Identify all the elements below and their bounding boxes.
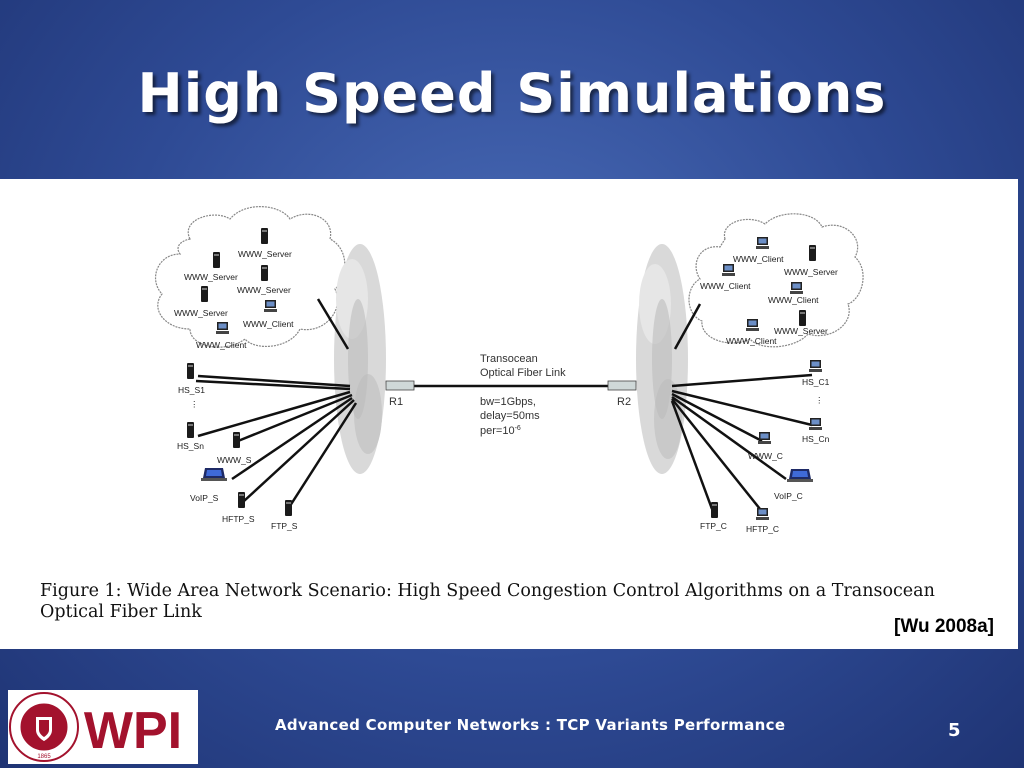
node-www-s-label: WWW_S xyxy=(217,455,252,465)
right-cloud-label-1: WWW_Client xyxy=(733,254,784,264)
left-router-cloud xyxy=(334,244,386,474)
router-r2-label: R2 xyxy=(617,396,631,408)
node-ftp-s-label: FTP_S xyxy=(271,521,298,531)
left-cloud-label-5: WWW_Client xyxy=(243,319,294,329)
link-per-label: per=10-6 xyxy=(480,425,521,437)
left-cloud-label-1: WWW_Server xyxy=(238,249,292,259)
router-r2-icon xyxy=(607,380,637,391)
node-voip-c-label: VoIP_C xyxy=(774,491,803,501)
router-r1-icon xyxy=(385,380,415,391)
link-delay-label: delay=50ms xyxy=(480,410,540,422)
right-cloud-label-3: WWW_Client xyxy=(700,281,751,291)
node-hftp-c-label: HFTP_C xyxy=(746,524,779,534)
citation: [Wu 2008a] xyxy=(894,616,994,637)
link-bw-label: bw=1Gbps, xyxy=(480,396,536,408)
right-cloud-label-6: WWW_Client xyxy=(726,336,777,346)
left-cloud-label-6: WWW_Client xyxy=(196,340,247,350)
node-ftp-c-label: FTP_C xyxy=(700,521,727,531)
slide-title: High Speed Simulations xyxy=(137,62,887,125)
wpi-logo-graphic: 1865 WPI xyxy=(9,692,182,762)
left-cloud-label-2: WWW_Server xyxy=(184,272,238,282)
network-diagram: WWW_Server WWW_Server WWW_Server WWW_Ser… xyxy=(154,206,864,534)
node-www-c-label: WWW_C xyxy=(748,451,783,461)
link-label-transocean: Transocean xyxy=(480,353,538,365)
node-voip-s-label: VoIP_S xyxy=(190,493,219,503)
link-right-cloud xyxy=(673,303,702,350)
right-cloud-label-2: WWW_Server xyxy=(784,267,838,277)
right-cloud-label-5: WWW_Server xyxy=(774,326,828,336)
footer-course: Advanced Computer Networks : TCP Variant… xyxy=(275,716,786,734)
link-left-cloud xyxy=(316,298,350,350)
right-cloud-label-4: WWW_Client xyxy=(768,295,819,305)
right-router-cloud xyxy=(636,244,688,474)
left-dots: ⋮ xyxy=(190,399,199,409)
left-cloud-label-4: WWW_Server xyxy=(174,308,228,318)
figure-panel: WWW_Server WWW_Server WWW_Server WWW_Ser… xyxy=(0,179,1018,649)
right-dots: ⋮ xyxy=(815,395,824,405)
figure-caption: Figure 1: Wide Area Network Scenario: Hi… xyxy=(40,581,935,622)
wpi-logo-text: WPI xyxy=(84,702,182,760)
node-hs-sn-label: HS_Sn xyxy=(177,441,204,451)
right-www-cloud xyxy=(688,213,864,348)
node-hs-s1-label: HS_S1 xyxy=(178,385,205,395)
node-hs-c1-label: HS_C1 xyxy=(802,377,830,387)
wpi-logo: 1865 WPI xyxy=(8,690,198,764)
right-node-links xyxy=(670,373,813,510)
link-label-fiber: Optical Fiber Link xyxy=(480,367,566,379)
left-cloud-label-3: WWW_Server xyxy=(237,285,291,295)
left-www-cloud xyxy=(154,206,346,348)
svg-text:1865: 1865 xyxy=(37,754,51,760)
left-node-links xyxy=(195,374,358,510)
router-r1-label: R1 xyxy=(389,396,403,408)
node-hftp-s-label: HFTP_S xyxy=(222,514,255,524)
node-hs-cn-label: HS_Cn xyxy=(802,434,830,444)
page-number: 5 xyxy=(948,720,961,741)
